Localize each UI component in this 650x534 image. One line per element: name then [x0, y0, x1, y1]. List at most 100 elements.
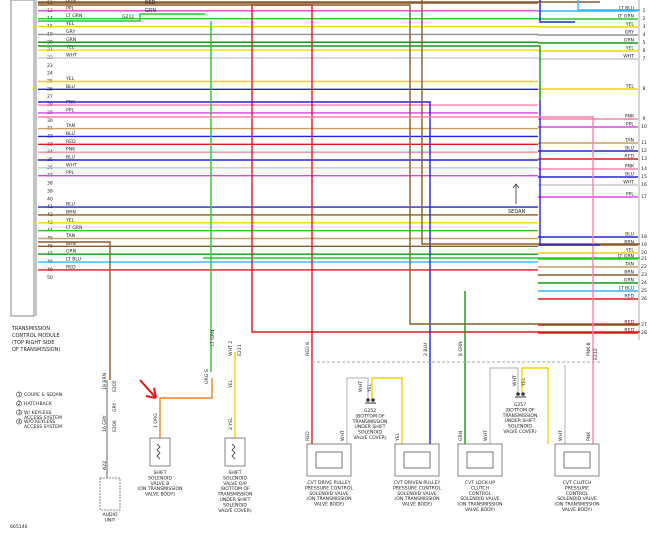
right-terminal-number: 3 — [643, 24, 646, 30]
cvt-lockup-label: CVT LOCK-UP — [465, 480, 495, 486]
pin-wire-label: YEL — [65, 21, 75, 27]
right-terminal-label: WHT — [623, 180, 634, 186]
cvt-clutch-label: CONTROL — [566, 491, 589, 497]
highlight-arrow — [139, 379, 157, 399]
right-terminal-label: BLU — [625, 232, 634, 238]
pin-wire-label: YEL — [65, 217, 75, 223]
pin-number: 38 — [47, 181, 53, 187]
right-terminal-number: 27 — [641, 322, 647, 328]
shift-solenoid-op-label: SHIFT — [228, 470, 241, 476]
vertical-label-e205: E205 — [112, 380, 118, 392]
vertical-label-e206: E206 — [112, 420, 118, 432]
right-terminal-number: 8 — [643, 86, 646, 92]
right-terminal-label: RED — [624, 328, 634, 334]
pin-wire-label: WHT — [66, 162, 77, 168]
right-terminal-number: 9 — [643, 116, 646, 122]
cvt-driven-pulley-label: CVT DRIVEN PULLEY — [394, 480, 441, 486]
legend-text: W/O KEYLESS — [24, 419, 55, 425]
shift-solenoid-op-box — [224, 437, 246, 467]
module-label-line: TRANSMISSION — [11, 326, 50, 332]
shift-solenoid-b-label: (ON TRANSMISSION — [137, 486, 182, 492]
legend-marker — [16, 391, 22, 398]
cvt-driven-pulley-label: SOLENOID VALVE — [397, 491, 437, 497]
right-terminal-number: 25 — [641, 288, 647, 294]
transmission-control-module — [10, 0, 35, 317]
short-label-yel: YEL — [367, 383, 373, 393]
shift-solenoid-b-label: SHIFT — [153, 470, 166, 476]
shift-solenoid-b-label: VALVE BODY) — [145, 492, 175, 498]
vertical-label-orgs: ORG S — [204, 369, 210, 384]
g257-label: TRANSMISSION — [502, 413, 538, 419]
pin-number: 39 — [47, 188, 53, 194]
pin-wire-label: LT GRN — [66, 225, 82, 231]
top-grn-label: GRN — [145, 8, 156, 14]
pin-wire-label: BLU — [66, 131, 75, 137]
legend-text: HATCHBACK — [24, 401, 53, 407]
cvt-driven-pulley-label: VALVE BODY) — [402, 502, 432, 508]
ground-g252-symbol — [365, 398, 376, 404]
short-label-wht: WHT — [340, 430, 346, 441]
vertical-label-wht2: WHT 2 — [228, 341, 234, 356]
pin-number: 40 — [47, 196, 53, 202]
right-terminal-label: LT GRN — [618, 14, 634, 20]
right-terminal-label: LT BLU — [619, 6, 634, 12]
g252-label: (BOTTOM OF — [355, 413, 385, 419]
pin-wire-label: WHT — [66, 52, 77, 58]
wire-grn-main — [38, 45, 541, 100]
right-terminal-number: 14 — [641, 166, 647, 172]
right-terminal-number: 10 — [641, 124, 647, 130]
legend-marker — [16, 418, 22, 425]
vertical-label-gry16: 16 GRY — [102, 415, 108, 432]
g257-label: UNDER SHIFT — [505, 418, 536, 424]
module-label-line: (TOP RIGHT SIDE — [12, 340, 54, 346]
cvt-driven-pulley-label: (ON TRANSMISSION — [394, 496, 439, 502]
diagram-id: 665146 — [10, 524, 28, 530]
cvt-lockup-label: SOLENOID VALVE — [460, 496, 500, 502]
g257-label: G257 — [514, 402, 526, 408]
module-label-line: OF TRANSMISSION) — [12, 347, 60, 353]
pin-wire-label: GRY — [66, 29, 75, 35]
short-label-grn: GRN — [458, 431, 464, 441]
pin-number: 30 — [47, 118, 53, 124]
short-label-red: RED — [305, 431, 311, 441]
short-label-wht: WHT — [358, 381, 364, 392]
right-terminal-number: 17 — [641, 194, 647, 200]
right-terminal-number: 24 — [641, 280, 647, 286]
legend-text: W/ KEYLESS — [24, 410, 52, 416]
legend-number: 2 — [18, 401, 21, 407]
right-terminal-number: 23 — [641, 272, 647, 278]
right-terminal-label: YEL — [625, 248, 635, 254]
pin-wire-label: BLU — [66, 84, 75, 90]
right-terminal-label: YEL — [625, 84, 635, 90]
pin-number: 50 — [47, 275, 53, 281]
right-terminal-label: RED — [624, 320, 634, 326]
legend-text-cont: ACCESS SYSTEM — [24, 415, 62, 421]
shift-solenoid-op-label: UNDER SHIFT — [220, 497, 251, 503]
vertical-label-a22: A22 — [102, 461, 108, 470]
vertical-label-e212: E212 — [593, 348, 599, 360]
g257-label: SOLENOID — [508, 424, 532, 430]
right-terminal-number: 5 — [643, 40, 646, 46]
right-terminal-number: 2 — [643, 16, 646, 22]
vertical-label-pnk8: PNK 8 — [586, 342, 592, 356]
pin-wire-label: GRN — [66, 37, 76, 43]
g252-label: SOLENOID — [358, 430, 382, 436]
solenoid-b-wiring — [159, 352, 236, 438]
vertical-label-c2yel: 2 YEL — [228, 417, 234, 430]
right-terminal-label: BRN — [624, 240, 634, 246]
short-label-yel: YEL — [521, 377, 527, 387]
wire-blu-lt — [421, 0, 640, 245]
vertical-label-e211: E211 — [237, 344, 243, 356]
pin-wire-label: PNK — [66, 147, 76, 153]
shift-solenoid-op-label: (BOTTOM OF — [220, 486, 250, 492]
right-terminal-number: 16 — [641, 182, 647, 188]
shift-solenoid-op-label: SOLENOID — [223, 475, 247, 481]
right-terminal-number: 12 — [641, 148, 647, 154]
audio-unit-label: AUDIO — [102, 512, 117, 518]
vertical-label-red8: RED 8 — [305, 342, 311, 356]
g252-label: G252 — [364, 408, 376, 414]
short-label-wht: WHT — [512, 375, 518, 386]
